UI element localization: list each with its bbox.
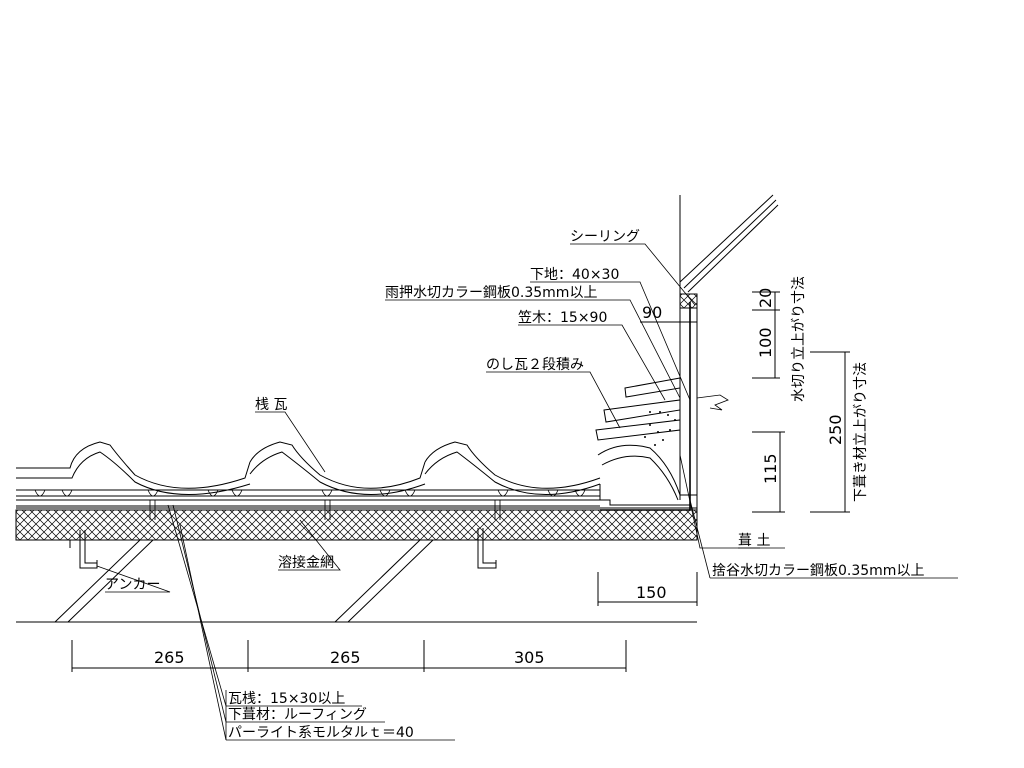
- dimension-lines: [71, 291, 850, 672]
- label-kasagi: 笠木：15×90: [518, 310, 607, 326]
- label-underlay: 下葺材：ルーフィング: [228, 707, 367, 723]
- leader-lines: [96, 243, 958, 741]
- label-kawarasan: 瓦桟：15×30以上: [228, 691, 345, 707]
- anchors: [79, 528, 497, 569]
- suteya-flashing: [600, 302, 691, 511]
- label-suteya: 捨谷水切カラー鋼板0.35mm以上: [712, 562, 924, 579]
- label-vert-flashing: 水切り立上がり寸法: [791, 276, 807, 402]
- label-vert-underlay: 下葺き材立上がり寸法: [853, 362, 869, 502]
- fukido-fill: [644, 411, 676, 446]
- dim-20: 20: [756, 288, 775, 308]
- dim-90: 90: [642, 303, 662, 322]
- label-fukido: 葺 土: [738, 533, 770, 549]
- roof-tiles: [16, 441, 690, 520]
- dim-150: 150: [636, 583, 667, 602]
- dim-265-b: 265: [330, 648, 361, 667]
- dim-115: 115: [761, 453, 780, 484]
- label-anchor: アンカー: [105, 577, 160, 593]
- dim-250: 250: [826, 414, 845, 445]
- label-noshi: のし瓦２段積み: [486, 357, 584, 373]
- dim-100: 100: [756, 327, 775, 358]
- label-flashing: 雨押水切カラー鋼板0.35mm以上: [385, 285, 597, 301]
- label-mortar: パーライト系モルタルｔ＝40: [228, 725, 414, 741]
- label-base: 下地：40×30: [530, 267, 619, 283]
- label-sangawara: 桟 瓦: [255, 397, 287, 413]
- base-lumber: [679, 293, 698, 309]
- mortar-layer: [15, 509, 698, 541]
- label-sealing: シーリング: [570, 229, 640, 245]
- dim-305: 305: [514, 648, 545, 667]
- rafters: [54, 539, 434, 623]
- wall: [679, 194, 779, 510]
- roof-slab: [15, 499, 698, 623]
- dim-265-a: 265: [154, 648, 185, 667]
- noshi-tiles: [595, 377, 729, 501]
- label-weld-mesh: 溶接金網: [278, 554, 334, 571]
